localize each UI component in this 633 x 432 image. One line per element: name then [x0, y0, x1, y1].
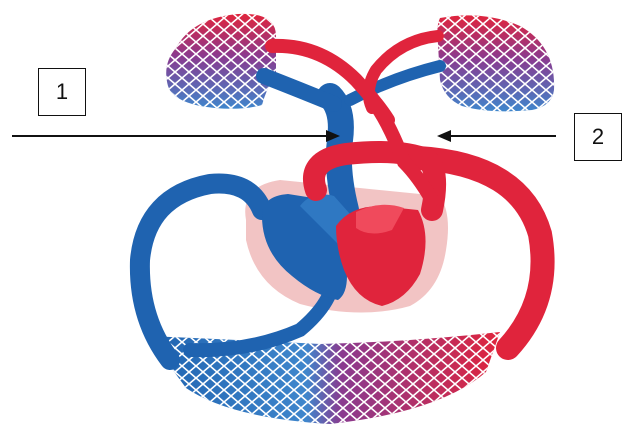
right-lung-capillaries [437, 15, 554, 111]
label-box-2: 2 [574, 113, 622, 161]
arrow-2 [437, 130, 556, 142]
label-1-text: 1 [56, 79, 68, 105]
left-lung-capillaries [166, 14, 276, 109]
label-box-1: 1 [38, 68, 86, 116]
arrow-1 [12, 130, 340, 142]
label-2-text: 2 [592, 124, 604, 150]
